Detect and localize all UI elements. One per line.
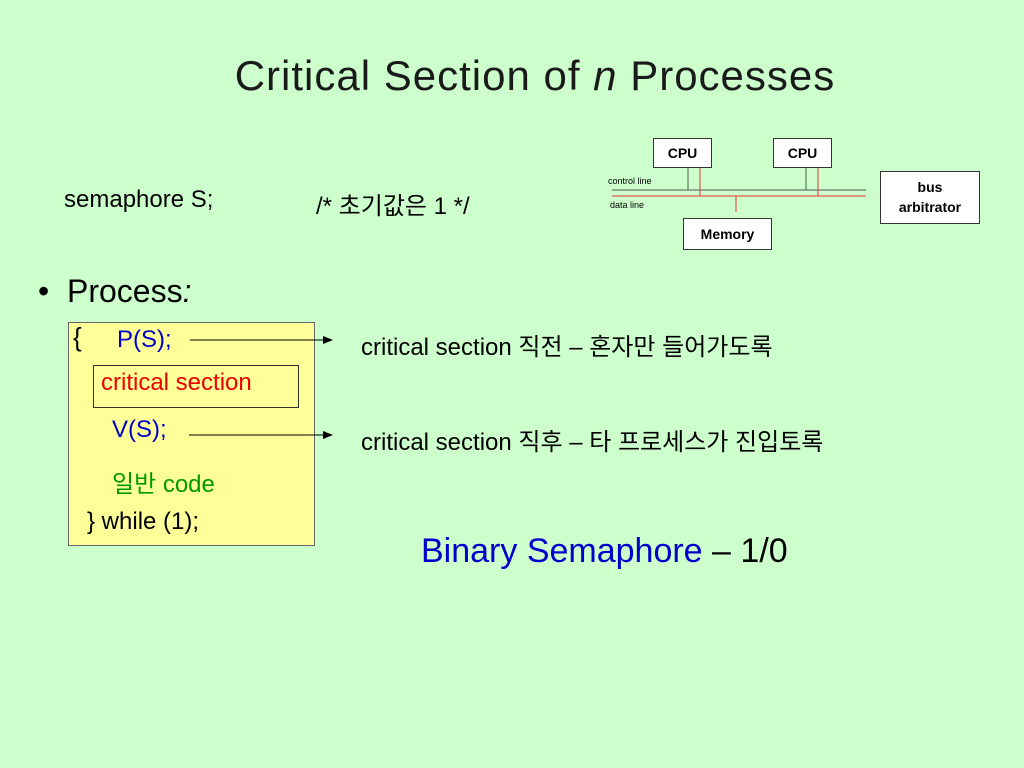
- code-box: [68, 322, 315, 546]
- code-while-line: } while (1);: [87, 508, 200, 535]
- semaphore-comment: /* 초기값은 1 */: [316, 193, 470, 220]
- arbiter-line-2: arbitrator: [898, 199, 962, 215]
- binary-semaphore-values: – 1/0: [702, 532, 788, 570]
- slide-title: Critical Section of n Processes: [0, 52, 1024, 100]
- process-bullet: • Process:: [38, 273, 191, 310]
- arbiter-line-1: bus: [917, 179, 943, 195]
- data-line-label: data line: [610, 200, 645, 210]
- memory-box: Memory: [683, 218, 772, 250]
- code-p-call: P(S);: [117, 326, 172, 353]
- cpu-box-2: CPU: [773, 138, 832, 168]
- binary-semaphore-line: Binary Semaphore – 1/0: [421, 532, 788, 571]
- code-general: 일반 code: [112, 471, 215, 498]
- bullet-colon: :: [182, 273, 192, 309]
- title-italic-n: n: [593, 52, 618, 99]
- title-end: Processes: [617, 52, 836, 99]
- cpu-box-1: CPU: [653, 138, 712, 168]
- code-critical-section: critical section: [101, 369, 252, 396]
- code-brace-open: {: [73, 322, 82, 352]
- critical-section-box: [93, 365, 299, 408]
- binary-semaphore-label: Binary Semaphore: [421, 532, 703, 570]
- code-v-call: V(S);: [112, 416, 167, 443]
- semaphore-declaration: semaphore S;: [64, 186, 214, 213]
- bullet-label: Process: [66, 273, 183, 309]
- bus-arbitrator-box: bus arbitrator: [880, 171, 980, 224]
- note-before-critical-section: critical section 직전 – 혼자만 들어가도록: [361, 334, 773, 361]
- bullet-icon: •: [38, 273, 50, 309]
- title-main: Critical Section of: [234, 52, 594, 99]
- control-line-label: control line: [608, 176, 652, 186]
- note-after-critical-section: critical section 직후 – 타 프로세스가 진입토록: [361, 429, 824, 456]
